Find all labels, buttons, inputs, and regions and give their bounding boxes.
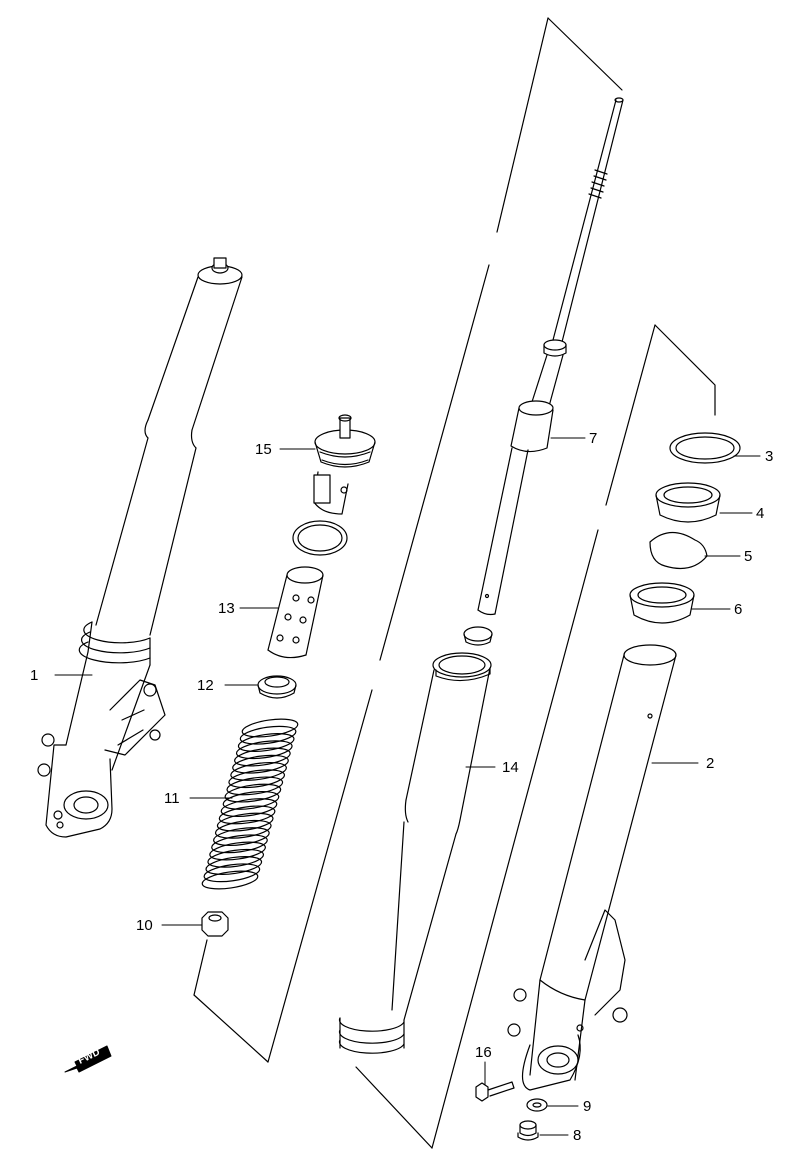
spring-coil [205,856,263,875]
forward-direction-badge: FWD [64,1045,112,1073]
fork-cap-assembly [313,414,376,515]
gasket-washer [526,1098,548,1112]
callout-16: 16 [475,1044,492,1061]
spring-coil [224,783,282,803]
spring-coil [234,747,291,767]
drain-bolt [517,1120,539,1141]
spring-coil [230,761,287,781]
spring-coil [239,725,297,745]
spring-coil [203,863,261,883]
spring-coil [235,740,293,760]
spring-coil [216,812,274,832]
callout-10: 10 [136,917,153,934]
fork-spring [201,718,299,890]
o-ring [292,520,348,556]
spring-coil [237,733,295,752]
spring-seat [257,675,297,699]
rod-bushing [463,626,493,646]
spring-coil [213,827,270,847]
spring-coil [218,805,276,825]
callout-14: 14 [502,759,519,776]
callout-7: 7 [589,430,597,447]
spring-coil [228,769,286,789]
callout-11: 11 [164,790,180,807]
spring-coil [220,798,278,818]
callout-2: 2 [706,755,714,772]
callout-15: 15 [255,441,272,458]
dust-seal [629,582,695,624]
spring-coil [214,819,272,839]
callout-9: 9 [583,1098,591,1115]
forward-arrow-icon [64,1045,112,1073]
spring-coil [241,718,299,738]
group-frame-lines [193,17,716,1149]
callout-5: 5 [744,548,752,565]
callout-6: 6 [734,601,742,618]
spring-coil [201,870,259,890]
spring-coil [211,834,268,854]
callout-4: 4 [756,505,764,522]
seal-stopper [649,531,708,569]
callout-8: 8 [573,1127,581,1144]
spring-coil [232,754,289,774]
spacer-pipe [267,566,324,659]
leader-lines [54,437,761,1136]
callout-1: 1 [30,667,38,684]
spring-coil [209,841,266,861]
fork-assembly-left [37,257,243,838]
inner-tube [338,652,492,1054]
damper-rod [477,97,624,616]
oil-seal [655,482,721,523]
callout-3: 3 [765,448,773,465]
callout-13: 13 [218,600,235,617]
spring-coil [222,790,280,810]
spring-coil [226,776,284,796]
axle-pinch-bolt [475,1081,515,1102]
callout-labels: 1 2 3 4 5 6 7 8 9 10 11 12 13 14 15 16 [30,430,773,1144]
spring-coil [207,848,265,868]
o-ring-inner [297,524,343,552]
snap-ring [669,432,741,464]
outer-tube [507,644,677,1091]
callout-12: 12 [197,677,214,694]
lock-nut [201,911,229,937]
